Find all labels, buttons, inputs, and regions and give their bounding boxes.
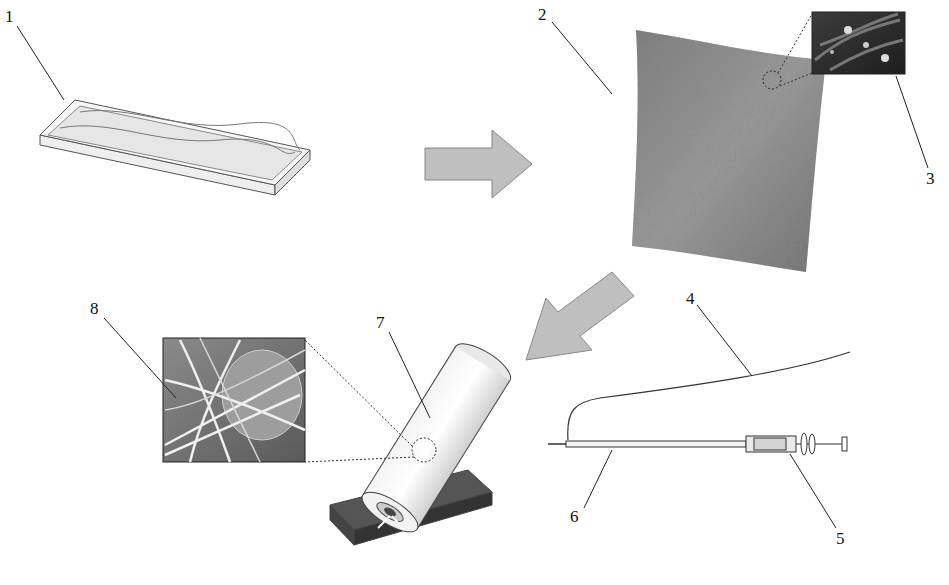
callout-number: 2 [538, 6, 547, 23]
roller-collector [330, 336, 516, 545]
leader-line [17, 22, 928, 528]
callout-number: 6 [570, 508, 579, 525]
callout-number: 7 [376, 314, 385, 331]
callout-number: 5 [836, 530, 845, 547]
callout-number: 4 [686, 290, 695, 307]
zoom-circle [412, 438, 436, 462]
callout-number: 8 [90, 300, 99, 317]
electrospinning-setup [548, 352, 850, 455]
zoom-circle [763, 71, 781, 89]
callout-number: 1 [5, 8, 14, 25]
callout-number: 3 [926, 170, 935, 187]
sem-inset [163, 338, 305, 462]
process-arrow [526, 272, 634, 360]
sem-inset [812, 12, 905, 74]
membrane-sheet [632, 30, 826, 272]
process-arrow [425, 130, 532, 198]
casting-tray [40, 100, 310, 195]
